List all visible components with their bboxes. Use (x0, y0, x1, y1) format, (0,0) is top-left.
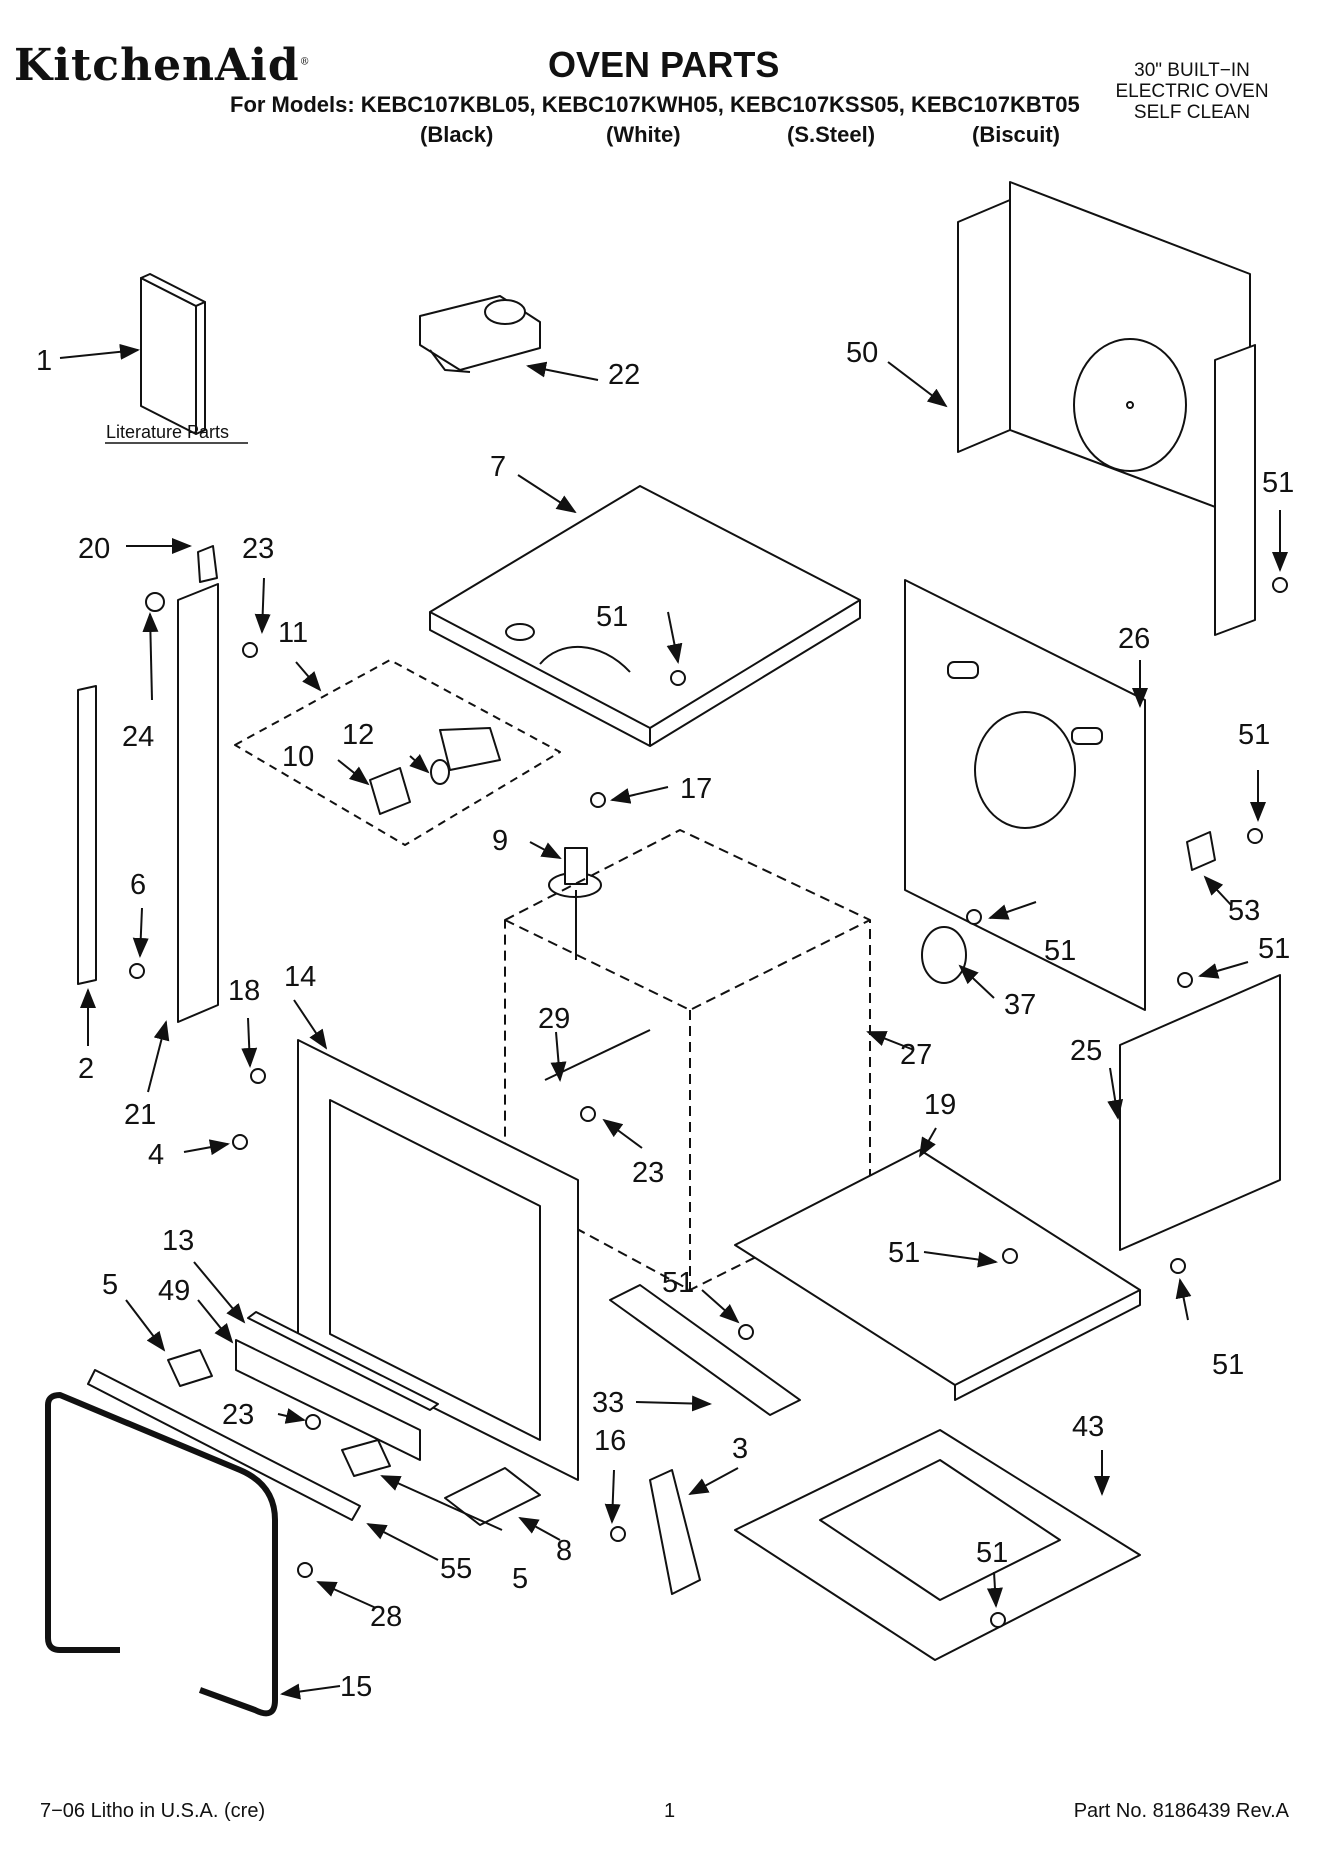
part-20-cap (197, 545, 218, 583)
callout-33: 33 (592, 1387, 624, 1419)
callout-4: 4 (148, 1139, 164, 1171)
finish-biscuit: (Biscuit) (972, 122, 1060, 147)
callout-15: 15 (340, 1671, 372, 1703)
callout-23-a: 23 (242, 533, 274, 565)
callout-51-b: 51 (596, 601, 628, 633)
callout-19: 19 (924, 1089, 956, 1121)
callout-50: 50 (846, 337, 878, 369)
callout-22: 22 (608, 359, 640, 391)
callout-23-b: 23 (632, 1157, 664, 1189)
part-19-bottom-shelf (734, 1149, 1141, 1401)
brand-logo: KitchenAid® (14, 40, 311, 91)
callout-10: 10 (282, 741, 314, 773)
literature-parts-booklet (140, 273, 206, 435)
callout-20: 20 (78, 533, 110, 565)
part-26-side-panel (904, 579, 1146, 1011)
part-3-hinge-bracket (649, 1469, 701, 1595)
part-7-top-panel (429, 485, 861, 747)
callout-13: 13 (162, 1225, 194, 1257)
page-number: 1 (664, 1800, 676, 1822)
part-49-strip (235, 1339, 421, 1461)
finish-white: (White) (606, 122, 681, 147)
product-line-2: ELECTRIC OVEN (1115, 81, 1269, 102)
part-12-bulb (430, 759, 450, 785)
part-number: Part No. 8186439 Rev.A (1073, 1800, 1289, 1822)
finish-black: (Black) (420, 122, 494, 147)
literature-caption: Literature Parts (106, 422, 229, 442)
callout-51-a: 51 (1262, 467, 1294, 499)
part-21-side-trim (177, 583, 219, 1023)
part-5-block-right (341, 1439, 391, 1477)
callout-25: 25 (1070, 1035, 1102, 1067)
callout-2: 2 (78, 1053, 94, 1085)
product-line-3: SELF CLEAN (1133, 102, 1251, 123)
callout-6: 6 (130, 869, 146, 901)
callout-17: 17 (680, 773, 712, 805)
product-line-1: 30" BUILT−IN (1134, 60, 1250, 81)
finish-steel: (S.Steel) (787, 122, 876, 147)
callout-51-f: 51 (888, 1237, 920, 1269)
callout-24: 24 (122, 721, 154, 753)
product-description: 30" BUILT−IN ELECTRIC OVEN SELF CLEAN (1097, 60, 1287, 123)
callout-55: 55 (440, 1553, 472, 1585)
callout-5-b: 5 (512, 1563, 528, 1595)
callout-51-g: 51 (662, 1267, 694, 1299)
callout-51-e: 51 (1258, 933, 1290, 965)
part-8-plate (444, 1467, 541, 1526)
part-11-socket (439, 727, 501, 771)
part-43-lower-tray (734, 1429, 1141, 1661)
callout-23-c: 23 (222, 1399, 254, 1431)
models-line: For Models: KEBC107KBL05, KEBC107KWH05, … (230, 92, 1080, 117)
callout-37: 37 (1004, 989, 1036, 1021)
part-13-vent (247, 1311, 439, 1411)
part-27-oven-cavity (504, 829, 871, 1291)
callout-21: 21 (124, 1099, 156, 1131)
callout-29: 29 (538, 1003, 570, 1035)
part-29-element-rod (544, 1029, 651, 1081)
callout-28: 28 (370, 1601, 402, 1633)
part-22-switch (419, 295, 541, 373)
part-50-rear-panel (957, 181, 1256, 636)
callout-1: 1 (36, 345, 52, 377)
callout-7: 7 (490, 451, 506, 483)
part-11-light-group (234, 659, 561, 846)
callout-51-i: 51 (1212, 1349, 1244, 1381)
part-24-bushing (145, 592, 165, 612)
callout-9: 9 (492, 825, 508, 857)
callout-26: 26 (1118, 623, 1150, 655)
callout-51-c: 51 (1238, 719, 1270, 751)
callout-53: 53 (1228, 895, 1260, 927)
callout-5-a: 5 (102, 1269, 118, 1301)
litho-note: 7−06 Litho in U.S.A. (cre) (40, 1800, 266, 1822)
callout-43: 43 (1072, 1411, 1104, 1443)
callout-49: 49 (158, 1275, 190, 1307)
callout-18: 18 (228, 975, 260, 1007)
page-title: OVEN PARTS (548, 44, 780, 85)
callout-51-h: 51 (976, 1537, 1008, 1569)
part-15-door-gasket (45, 1392, 278, 1717)
callout-11: 11 (278, 617, 308, 649)
callout-14: 14 (284, 961, 316, 993)
part-55-vent-trim (87, 1369, 361, 1521)
part-5-block-left (167, 1349, 213, 1387)
callout-8: 8 (556, 1535, 572, 1567)
callout-16: 16 (594, 1425, 626, 1457)
part-2-trim-rail (77, 685, 97, 985)
callout-12: 12 (342, 719, 374, 751)
part-9-sensor (548, 847, 602, 960)
callout-51-d: 51 (1044, 935, 1076, 967)
part-37-thermal-limit (921, 926, 967, 984)
callout-27: 27 (900, 1039, 932, 1071)
part-33-bracket (609, 1284, 801, 1416)
part-10-light-lens (369, 767, 411, 815)
part-53-clip (1186, 831, 1216, 871)
callout-3: 3 (732, 1433, 748, 1465)
part-25-side-panel (1119, 974, 1281, 1251)
